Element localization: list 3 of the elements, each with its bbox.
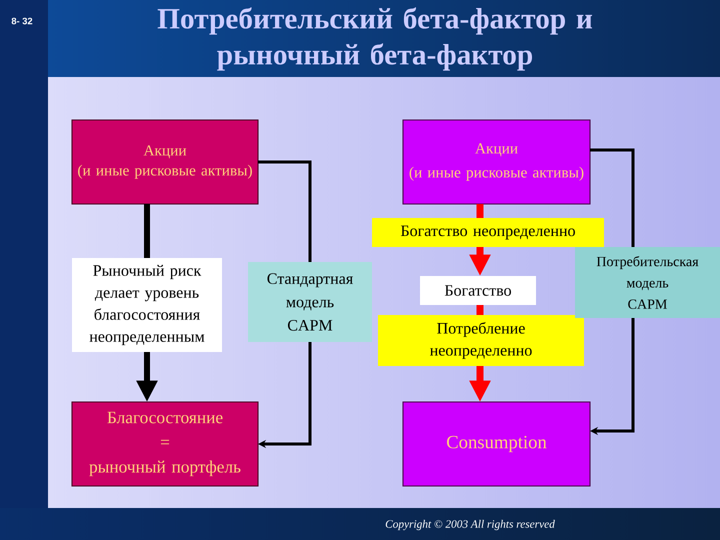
slide-number: 8- 32 [12, 18, 32, 24]
slide-title: Потребительский бета-фактор и рыночный бета-фактор [158, 7, 592, 71]
copyright-note: Copyright © 2003 All rights reserved [386, 520, 555, 530]
